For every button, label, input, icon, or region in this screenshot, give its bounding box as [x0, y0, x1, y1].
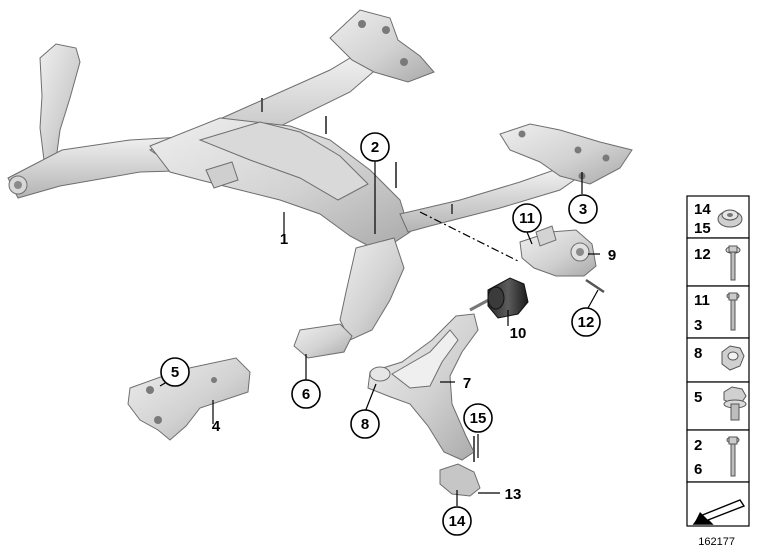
hex-bolt-long-icon — [726, 436, 740, 477]
panel-row-short-flange-bolt: 5 — [686, 381, 750, 431]
callout-14: 14 — [449, 513, 466, 530]
wishbone-bracket — [519, 225, 605, 294]
callout-13: 13 — [505, 486, 522, 503]
leader-lines — [159, 161, 600, 506]
long-flange-bolt-icon — [725, 245, 741, 281]
callout-11: 11 — [519, 210, 535, 227]
callout-5: 5 — [171, 364, 179, 381]
callout-4: 4 — [212, 418, 221, 435]
panel-label-12: 12 — [694, 246, 711, 263]
flange-nut-icon — [717, 209, 743, 228]
callout-1: 1 — [280, 231, 288, 248]
panel-label-5: 5 — [694, 389, 702, 406]
wishbone — [367, 313, 481, 497]
callout-3: 3 — [579, 201, 587, 218]
callout-9: 9 — [608, 247, 616, 264]
panel-label-6: 6 — [694, 461, 702, 478]
short-flange-bolt-icon — [723, 386, 747, 421]
panel-label-15: 15 — [694, 220, 711, 237]
callout-2: 2 — [371, 139, 379, 156]
panel-label-3: 3 — [694, 317, 702, 334]
callout-7: 7 — [463, 375, 471, 392]
panel-row-long-flange-bolt: 12 — [686, 237, 750, 287]
panel-row-flange-nut: 14 15 — [686, 195, 750, 239]
alignment-line — [419, 211, 521, 263]
parts-panel: 14 15 12 11 3 — [686, 195, 750, 548]
panel-label-2: 2 — [694, 437, 702, 454]
callouts: 1 4 7 9 10 13 2 3 5 6 8 11 12 14 15 — [160, 132, 616, 536]
panel-row-hex-nut: 8 — [686, 337, 750, 383]
callout-12: 12 — [578, 314, 595, 331]
panel-footer — [686, 481, 750, 527]
panel-row-hex-bolt-long: 2 6 — [686, 429, 750, 483]
panel-label-8: 8 — [694, 345, 702, 362]
hex-nut-icon — [721, 345, 745, 371]
direction-arrow-icon — [692, 499, 746, 525]
panel-label-14: 14 — [694, 201, 711, 218]
callout-6: 6 — [302, 386, 310, 403]
reference-number: 162177 — [698, 536, 735, 548]
panel-label-11: 11 — [694, 292, 710, 309]
callout-10: 10 — [510, 325, 527, 342]
rubber-bushing — [469, 277, 529, 319]
front-axle-carrier — [7, 9, 633, 359]
callout-8: 8 — [361, 416, 369, 433]
hex-bolt-icon — [726, 292, 740, 331]
callout-15: 15 — [470, 410, 487, 427]
mounting-bracket — [127, 357, 251, 441]
panel-row-hex-bolt: 11 3 — [686, 285, 750, 339]
